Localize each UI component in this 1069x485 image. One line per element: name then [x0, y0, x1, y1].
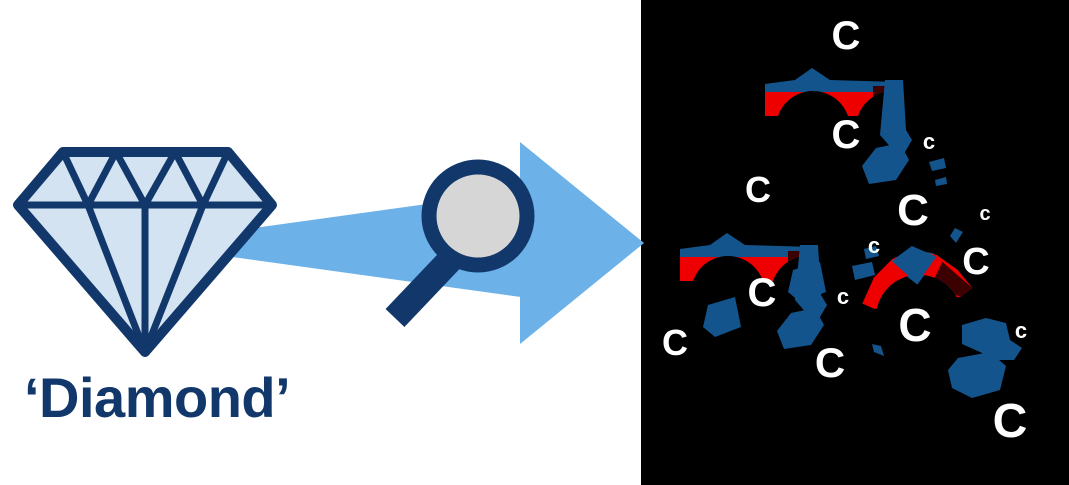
carbon-atom-label: c	[922, 129, 936, 154]
bond-cluster-middle	[680, 233, 827, 349]
carbon-atom-label: C	[897, 186, 929, 235]
carbon-atom-label: C	[747, 271, 777, 315]
bond-fragment	[872, 344, 884, 356]
bond-cluster-group	[680, 68, 1022, 398]
diamond-caption: ‘Diamond’	[24, 366, 291, 429]
diamond-gem-icon	[13, 147, 277, 357]
carbon-atom-label: c	[867, 233, 881, 258]
carbon-atom-label: c	[1014, 318, 1028, 343]
bond-cluster-upper	[765, 68, 912, 302]
bond-fragment	[795, 245, 827, 317]
carbon-atom-label: C	[745, 169, 771, 210]
bond-fragment	[777, 308, 824, 349]
bond-fragment	[852, 262, 875, 280]
carbon-atom-label: C	[814, 339, 846, 386]
bond-fragment	[864, 246, 879, 259]
carbon-atom-label: C	[962, 241, 990, 283]
bond-fragment	[703, 297, 741, 337]
carbon-atom-label: C	[898, 299, 932, 351]
carbon-atom-label: C	[831, 113, 861, 157]
carbon-atom-label: C	[992, 395, 1028, 448]
magnifying-glass-icon	[385, 159, 535, 327]
bond-fragment	[862, 143, 909, 184]
carbon-atom-label: c	[836, 284, 850, 309]
carbon-atom-label: C	[831, 14, 861, 58]
bond-fragment	[948, 352, 1006, 398]
bond-fragment	[962, 318, 1022, 360]
bond-fragment	[935, 177, 947, 186]
carbon-atom-label: c	[979, 203, 991, 225]
bond-fragment	[880, 80, 912, 152]
carbon-atom-label: C	[662, 322, 688, 363]
bond-fragment	[929, 158, 946, 171]
bond-cluster-right	[862, 246, 973, 309]
bond-fragment	[950, 228, 963, 243]
